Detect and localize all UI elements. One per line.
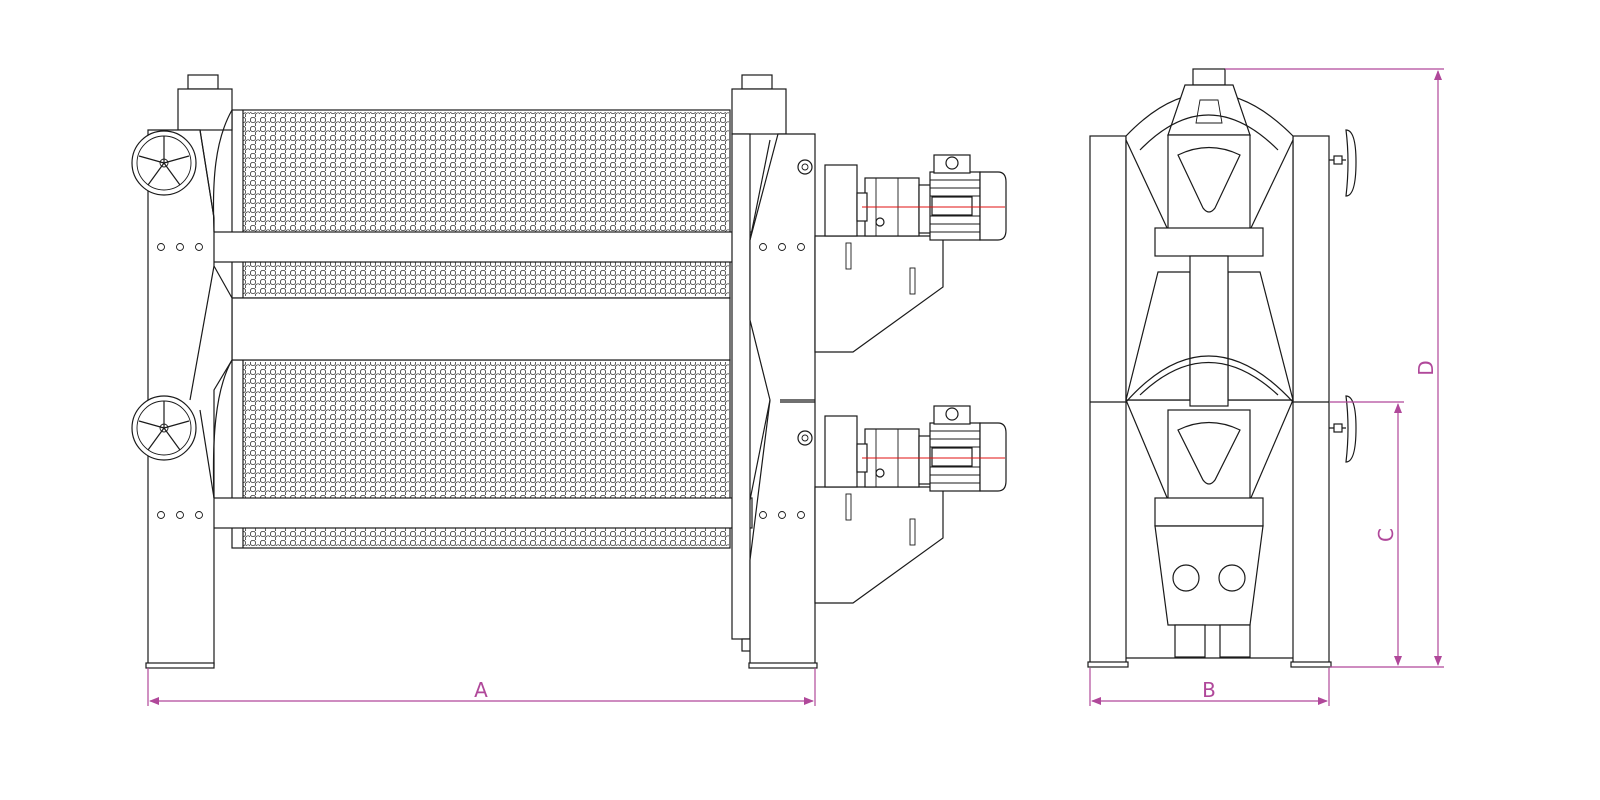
side-left-column <box>1089 135 1127 667</box>
right-end-frame <box>731 74 818 669</box>
lower-drive-motor <box>814 405 1007 604</box>
lower-tie-bar <box>211 497 753 529</box>
dimension-a-label: A <box>474 678 488 702</box>
left-end-frame <box>145 74 233 669</box>
side-lower-handwheel <box>1329 395 1357 463</box>
upper-handwheel <box>131 130 197 196</box>
front-view <box>131 74 1007 669</box>
dimension-c: C <box>1330 401 1404 668</box>
dimension-d-label: D <box>1414 360 1438 375</box>
upper-tie-bar <box>211 231 753 263</box>
dimension-c-label: C <box>1374 528 1398 542</box>
lower-handwheel <box>131 395 197 461</box>
drum-gap-panel <box>231 297 731 361</box>
dimension-a: A <box>147 668 816 706</box>
upper-sieve-drum <box>231 109 731 299</box>
side-view <box>1087 68 1357 668</box>
dimension-b-label: B <box>1202 678 1216 702</box>
upper-drive-motor <box>814 154 1007 353</box>
dimension-d: D <box>1225 68 1444 668</box>
side-upper-handwheel <box>1329 129 1357 197</box>
side-right-column <box>1292 135 1330 667</box>
dimension-b: B <box>1089 668 1330 706</box>
